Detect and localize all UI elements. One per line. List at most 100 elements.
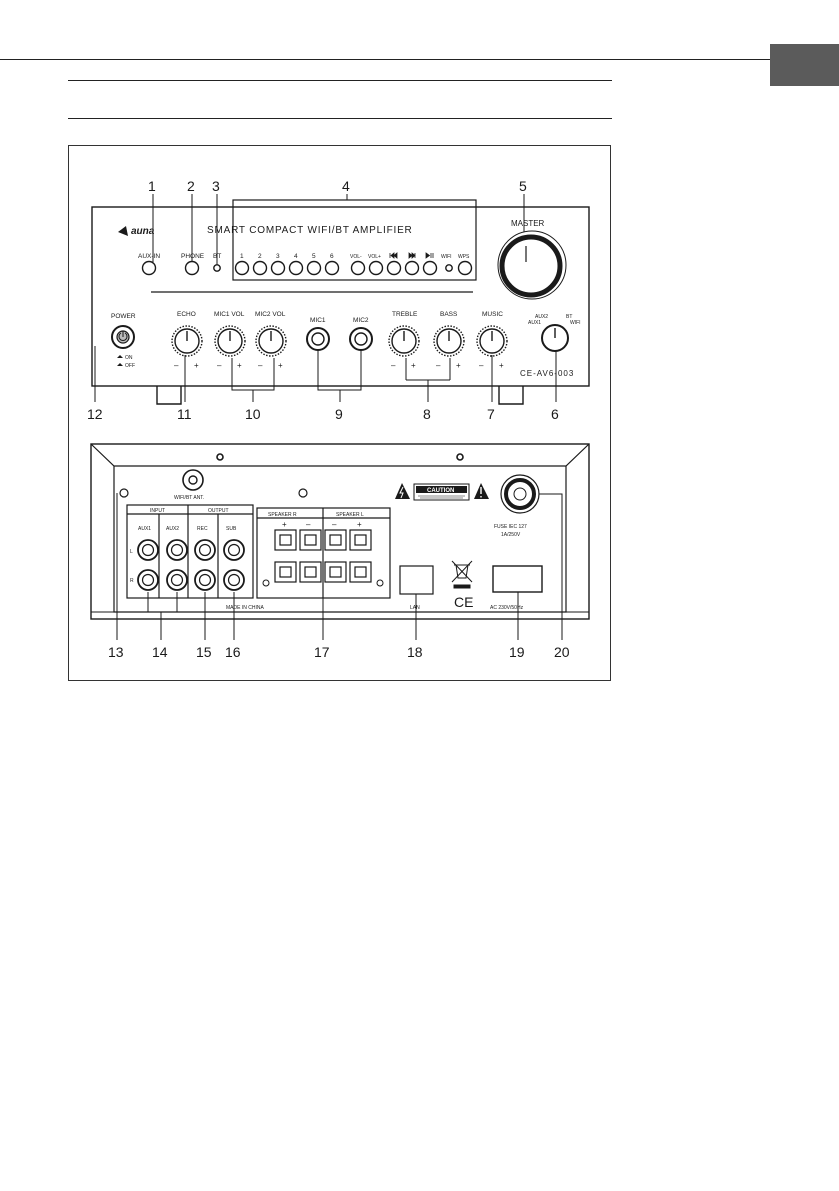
mic2-vol-label: MIC2 VOL — [255, 311, 286, 318]
mic1-label: MIC1 — [310, 317, 326, 324]
speaker-r-plus-terminal[interactable] — [274, 529, 297, 583]
preset-3-button[interactable] — [270, 260, 286, 276]
lan-port[interactable] — [399, 565, 434, 595]
callout-9: 9 — [335, 406, 343, 422]
front-title: SMART COMPACT WIFI/BT AMPLIFIER — [207, 225, 413, 236]
svg-text:+: + — [194, 361, 199, 370]
front-panel — [91, 199, 590, 405]
rear-panel — [90, 443, 590, 620]
mic1-vol-label: MIC1 VOL — [214, 311, 245, 318]
echo-knob[interactable] — [171, 325, 203, 357]
bt-indicator — [213, 264, 221, 272]
page-top-rule — [0, 59, 786, 60]
source-bt-label: BT — [566, 314, 572, 320]
phone-label: PHONE — [181, 253, 205, 260]
rec-left-jack[interactable] — [194, 539, 216, 561]
preset-label: 4 — [294, 253, 298, 260]
play-pause-button[interactable] — [422, 260, 438, 276]
on-arrow-icon — [117, 355, 123, 358]
caution-text: CAUTION — [427, 488, 454, 494]
treble-knob[interactable] — [388, 325, 420, 357]
speaker-l-plus-terminal[interactable] — [349, 529, 372, 583]
speaker-l-minus-terminal[interactable] — [324, 529, 347, 583]
callout-3: 3 — [212, 178, 220, 194]
sub-jack[interactable] — [223, 539, 245, 561]
off-label: OFF — [125, 363, 135, 369]
aux-in-label: AUX-IN — [138, 253, 160, 260]
sub-right-jack[interactable] — [223, 569, 245, 591]
mic1-vol-knob[interactable] — [214, 325, 246, 357]
phone-jack[interactable] — [184, 260, 200, 276]
speaker-r-label: SPEAKER R — [268, 512, 297, 518]
vol-minus-button[interactable] — [350, 260, 366, 276]
callout-6: 6 — [551, 406, 559, 422]
knob-range-marks: –+ –+ –+ –+ –+ –+ — [174, 361, 504, 370]
input-label: INPUT — [150, 508, 165, 514]
bass-label: BASS — [440, 311, 458, 318]
device-figure-frame — [68, 145, 611, 681]
master-knob[interactable] — [497, 230, 567, 300]
preset-4-button[interactable] — [288, 260, 304, 276]
aux1-label: AUX1 — [138, 526, 151, 532]
bass-knob[interactable] — [433, 325, 465, 357]
mic1-jack[interactable] — [306, 327, 330, 351]
aux2-right-jack[interactable] — [166, 569, 188, 591]
mic2-label: MIC2 — [353, 317, 369, 324]
aux-in-button[interactable] — [141, 260, 157, 276]
callout-14: 14 — [152, 644, 168, 660]
prev-icon — [389, 252, 398, 259]
music-knob[interactable] — [476, 325, 508, 357]
wifi-indicator — [445, 264, 453, 272]
brand-logo: auna — [118, 226, 155, 237]
vol-plus-button[interactable] — [368, 260, 384, 276]
vol-minus-label: VOL- — [350, 254, 362, 260]
rec-right-jack[interactable] — [194, 569, 216, 591]
preset-6-button[interactable] — [324, 260, 340, 276]
callout-20: 20 — [554, 644, 570, 660]
next-button[interactable] — [404, 260, 420, 276]
preset-1-button[interactable] — [234, 260, 250, 276]
svg-text:+: + — [237, 361, 242, 370]
svg-text:–: – — [391, 361, 396, 370]
play-pause-icon — [425, 252, 434, 259]
mic2-jack[interactable] — [349, 327, 373, 351]
callout-4: 4 — [342, 178, 350, 194]
wifi-antenna-connector[interactable] — [182, 469, 204, 491]
fuse-holder[interactable] — [500, 474, 540, 514]
section-rule-bottom — [68, 118, 612, 119]
rec-label: REC — [197, 526, 208, 532]
speaker-r-minus-terminal[interactable] — [299, 529, 322, 583]
callout-8: 8 — [423, 406, 431, 422]
preset-label: 2 — [258, 253, 262, 260]
aux2-left-jack[interactable] — [166, 539, 188, 561]
callout-13: 13 — [108, 644, 124, 660]
callout-1: 1 — [148, 178, 156, 194]
aux2-label: AUX2 — [166, 526, 179, 532]
mic2-vol-knob[interactable] — [255, 325, 287, 357]
ac-label: AC 230V/50Hz — [490, 605, 524, 611]
speaker-l-label: SPEAKER L — [336, 512, 364, 518]
source-selector-knob[interactable] — [541, 324, 569, 352]
preset-label: 1 — [240, 253, 244, 260]
prev-button[interactable] — [386, 260, 402, 276]
svg-text:–: – — [332, 520, 337, 529]
wifi-ant-label: WIFI/BT ANT. — [174, 495, 204, 501]
aux1-left-jack[interactable] — [137, 539, 159, 561]
ac-power-inlet[interactable] — [492, 565, 543, 593]
power-button[interactable] — [111, 325, 135, 349]
model-label: CE-AV6-003 — [520, 369, 574, 378]
music-label: MUSIC — [482, 311, 503, 318]
caution-label-area: CAUTION — [395, 483, 489, 501]
preset-5-button[interactable] — [306, 260, 322, 276]
transport-icons — [389, 252, 434, 259]
treble-label: TREBLE — [392, 311, 418, 318]
left-channel-label: L — [130, 549, 133, 555]
svg-text:–: – — [217, 361, 222, 370]
preset-2-button[interactable] — [252, 260, 268, 276]
aux1-right-jack[interactable] — [137, 569, 159, 591]
lightning-warning-icon — [395, 483, 410, 499]
callout-15: 15 — [196, 644, 212, 660]
power-icon — [118, 331, 128, 341]
wps-button[interactable] — [457, 260, 473, 276]
callout-12: 12 — [87, 406, 103, 422]
